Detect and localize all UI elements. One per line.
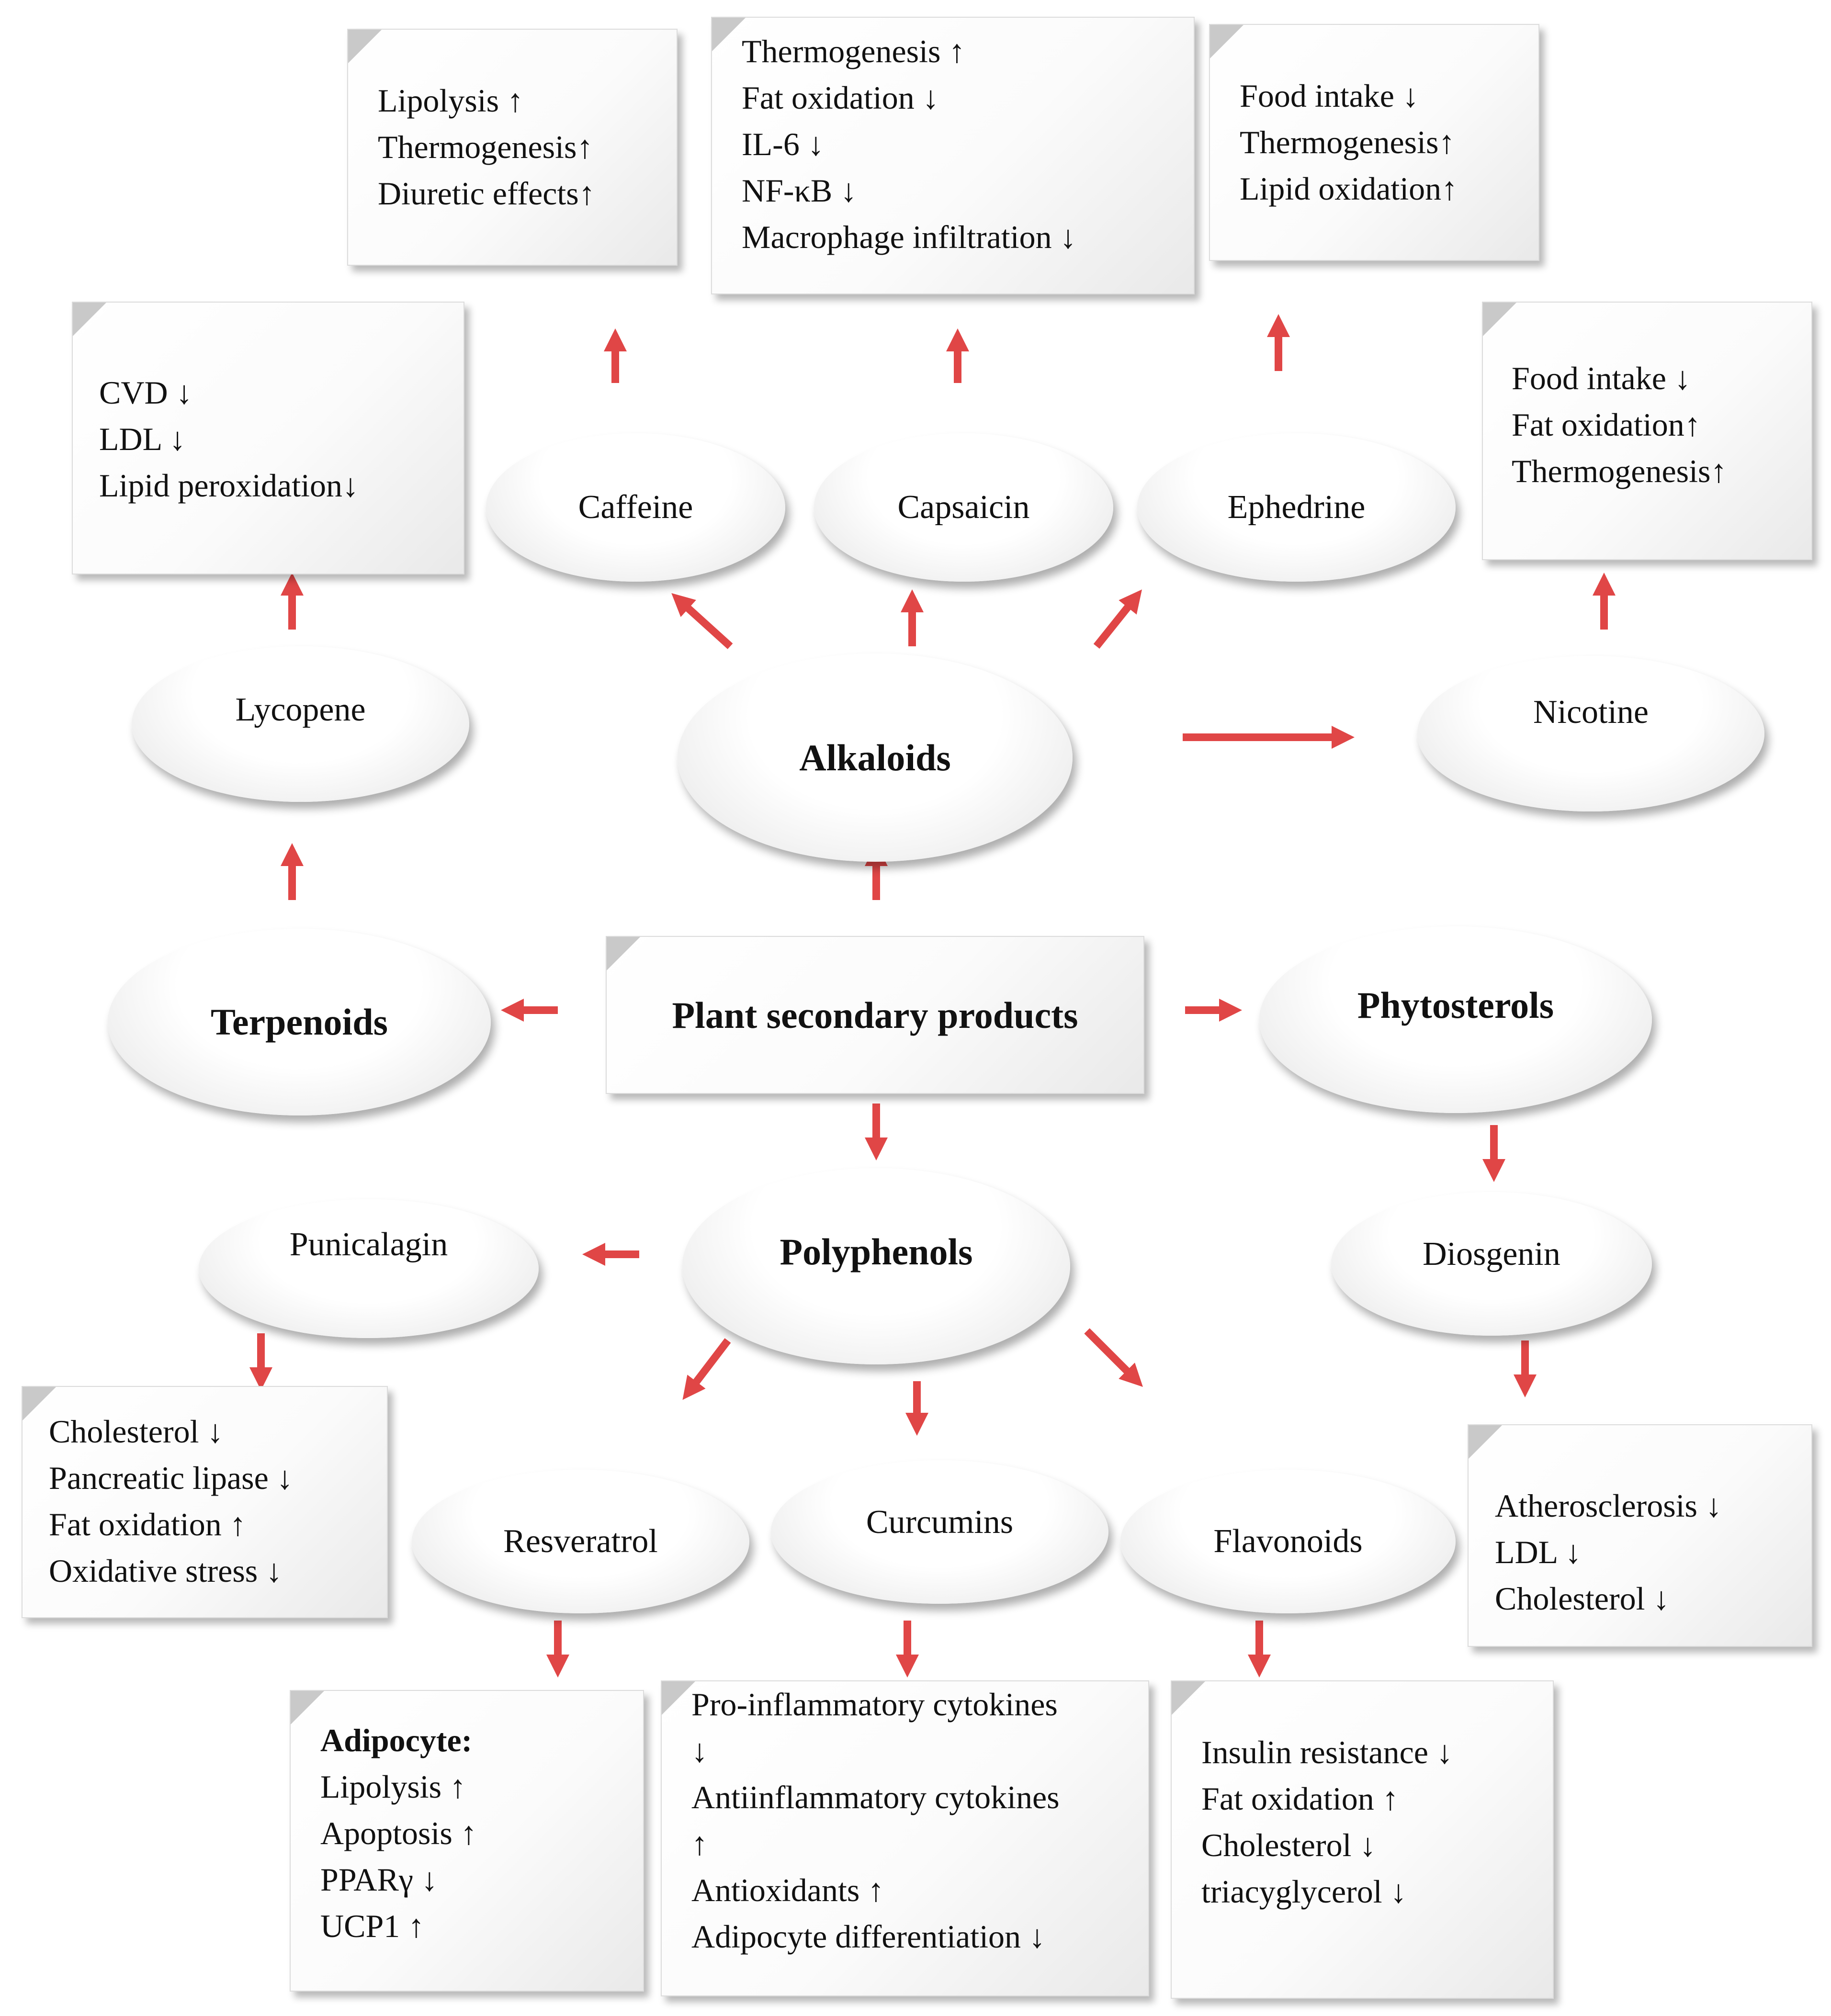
effect-item: Pancreatic lipase ↓ <box>49 1460 293 1496</box>
effect-item: Thermogenesis↑ <box>1240 124 1455 160</box>
caffeine-effects-box: Lipolysis ↑ Thermogenesis↑ Diuretic effe… <box>347 29 678 266</box>
capsaicin-effects-box: Thermogenesis ↑ Fat oxidation ↓ IL-6 ↓ N… <box>711 17 1195 294</box>
plant-secondary-products-label: Plant secondary products <box>672 994 1078 1036</box>
effect-item: Cholesterol ↓ <box>1495 1580 1670 1617</box>
effect-item: PPARγ ↓ <box>320 1861 438 1898</box>
nicotine-effects-list: Food intake ↓ Fat oxidation↑ Thermogenes… <box>1512 355 1811 495</box>
terpenoids-label: Terpenoids <box>211 1001 388 1043</box>
effect-item: Oxidative stress ↓ <box>49 1553 283 1589</box>
arrow-alkaloids-ephedrine <box>1093 589 1142 649</box>
phytosterols-node: Phytosterols <box>1259 926 1652 1113</box>
effect-item: IL-6 ↓ <box>742 126 824 162</box>
caffeine-effects-list: Lipolysis ↑ Thermogenesis↑ Diuretic effe… <box>378 78 677 217</box>
resveratrol-effects-list: Adipocyte: Lipolysis ↑ Apoptosis ↑ PPARγ… <box>320 1717 643 1949</box>
effect-item: Macrophage infiltration ↓ <box>742 219 1076 255</box>
arrow-alkaloids-caffeine <box>671 593 733 649</box>
effect-item: CVD ↓ <box>99 374 192 411</box>
punicalagin-label: Punicalagin <box>289 1226 448 1263</box>
curcumins-effects-list: Pro-inflammatory cytokines ↓ Antiinflamm… <box>691 1681 1148 1960</box>
capsaicin-label: Capsaicin <box>897 489 1030 526</box>
effect-item: Diuretic effects↑ <box>378 175 595 212</box>
effect-item: Insulin resistance ↓ <box>1201 1734 1453 1770</box>
effect-item: Lipid oxidation↑ <box>1240 170 1458 207</box>
effect-item: Thermogenesis ↑ <box>742 33 965 69</box>
effect-item: Fat oxidation↑ <box>1512 406 1701 443</box>
lycopene-effects-box: CVD ↓ LDL ↓ Lipid peroxidation↓ <box>72 302 464 574</box>
punicalagin-effects-list: Cholesterol ↓ Pancreatic lipase ↓ Fat ox… <box>49 1408 387 1594</box>
resveratrol-node: Resveratrol <box>412 1470 749 1613</box>
resveratrol-label: Resveratrol <box>503 1523 658 1560</box>
phytosterols-label: Phytosterols <box>1357 984 1554 1026</box>
effect-item: UCP1 ↑ <box>320 1908 425 1944</box>
arrow-polyphenols-resveratrol <box>682 1338 731 1400</box>
effect-item: triacyglycerol ↓ <box>1201 1873 1407 1910</box>
flavonoids-node: Flavonoids <box>1120 1470 1456 1613</box>
effect-item: Antioxidants ↑ <box>691 1872 884 1908</box>
curcumins-effects-box: Pro-inflammatory cytokines ↓ Antiinflamm… <box>661 1680 1149 1996</box>
curcumins-label: Curcumins <box>866 1504 1014 1541</box>
ephedrine-label: Ephedrine <box>1227 489 1366 526</box>
terpenoids-node: Terpenoids <box>108 929 491 1115</box>
effect-item: Atherosclerosis ↓ <box>1495 1487 1722 1524</box>
punicalagin-effects-box: Cholesterol ↓ Pancreatic lipase ↓ Fat ox… <box>22 1386 388 1618</box>
capsaicin-node: Capsaicin <box>814 433 1113 582</box>
effect-item: Antiinflammatory cytokines <box>691 1779 1060 1815</box>
polyphenols-label: Polyphenols <box>780 1231 973 1273</box>
effect-item: Food intake ↓ <box>1240 78 1419 114</box>
capsaicin-effects-list: Thermogenesis ↑ Fat oxidation ↓ IL-6 ↓ N… <box>742 28 1194 260</box>
effect-item: NF-κB ↓ <box>742 172 857 209</box>
diosgenin-label: Diosgenin <box>1423 1236 1560 1273</box>
plant-secondary-products-box: Plant secondary products <box>606 936 1144 1094</box>
effect-item: Adipocyte differentiation ↓ <box>691 1918 1045 1955</box>
resveratrol-effects-box: Adipocyte: Lipolysis ↑ Apoptosis ↑ PPARγ… <box>290 1690 644 1992</box>
curcumins-node: Curcumins <box>771 1460 1108 1604</box>
effect-item: Lipolysis ↑ <box>320 1768 466 1805</box>
nicotine-node: Nicotine <box>1417 656 1764 811</box>
polyphenols-node: Polyphenols <box>682 1168 1070 1364</box>
adipocyte-heading: Adipocyte: <box>320 1722 473 1758</box>
effect-item: Apoptosis ↑ <box>320 1815 477 1851</box>
alkaloids-label: Alkaloids <box>799 736 951 778</box>
flavonoids-effects-box: Insulin resistance ↓ Fat oxidation ↑ Cho… <box>1171 1680 1554 1999</box>
punicalagin-node: Punicalagin <box>199 1199 539 1338</box>
effect-item: ↓ <box>691 1733 708 1769</box>
effect-item: Pro-inflammatory cytokines <box>691 1686 1058 1723</box>
ephedrine-effects-list: Food intake ↓ Thermogenesis↑ Lipid oxida… <box>1240 73 1538 212</box>
effect-item: Thermogenesis↑ <box>1512 453 1727 489</box>
effect-item: ↑ <box>691 1825 708 1862</box>
effect-item: LDL ↓ <box>99 421 186 457</box>
effect-item: Fat oxidation ↑ <box>49 1506 246 1543</box>
effect-item: LDL ↓ <box>1495 1534 1582 1570</box>
flavonoids-label: Flavonoids <box>1213 1523 1363 1560</box>
ephedrine-effects-box: Food intake ↓ Thermogenesis↑ Lipid oxida… <box>1209 24 1539 261</box>
nicotine-effects-box: Food intake ↓ Fat oxidation↑ Thermogenes… <box>1482 302 1812 560</box>
effect-item: Fat oxidation ↓ <box>742 79 939 116</box>
effect-item: Fat oxidation ↑ <box>1201 1780 1399 1817</box>
effect-item: Lipolysis ↑ <box>378 82 524 119</box>
lycopene-effects-list: CVD ↓ LDL ↓ Lipid peroxidation↓ <box>99 370 463 509</box>
diosgenin-node: Diosgenin <box>1331 1192 1652 1336</box>
effect-item: Thermogenesis↑ <box>378 129 593 165</box>
lycopene-node: Lycopene <box>132 646 469 802</box>
nicotine-label: Nicotine <box>1533 693 1649 731</box>
ephedrine-node: Ephedrine <box>1137 433 1456 582</box>
lycopene-label: Lycopene <box>235 691 366 728</box>
flavonoids-effects-list: Insulin resistance ↓ Fat oxidation ↑ Cho… <box>1201 1729 1553 1915</box>
effect-item: Cholesterol ↓ <box>49 1413 224 1450</box>
effect-item: Food intake ↓ <box>1512 360 1691 396</box>
effect-item: Cholesterol ↓ <box>1201 1827 1376 1863</box>
caffeine-node: Caffeine <box>486 433 785 582</box>
alkaloids-node: Alkaloids <box>678 653 1073 862</box>
diosgenin-effects-list: Atherosclerosis ↓ LDL ↓ Cholesterol ↓ <box>1495 1483 1811 1622</box>
caffeine-label: Caffeine <box>578 489 693 526</box>
effect-item: Lipid peroxidation↓ <box>99 467 359 504</box>
arrow-polyphenols-flavonoids <box>1084 1328 1143 1387</box>
diosgenin-effects-box: Atherosclerosis ↓ LDL ↓ Cholesterol ↓ <box>1468 1424 1812 1647</box>
